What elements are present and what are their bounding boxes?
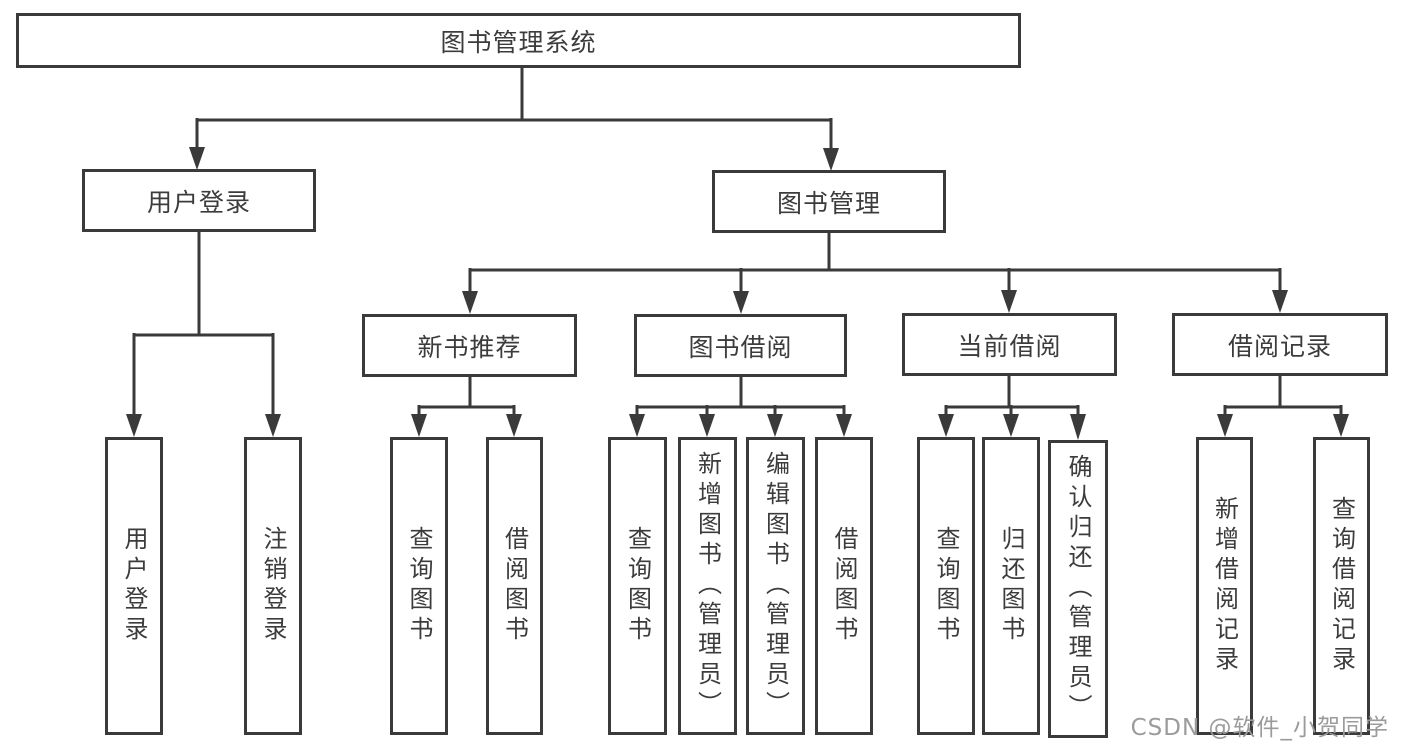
leaf-add-borrow-record: 新增借阅记录 — [1196, 437, 1253, 735]
leaf-borrow-books-label: 借阅图书 — [830, 526, 858, 646]
leaf-borrow-query-books: 查询图书 — [608, 437, 667, 735]
leaf-recommend-query-books-label: 查询图书 — [405, 526, 433, 646]
leaf-recommend-query-books: 查询图书 — [390, 437, 448, 735]
leaf-add-books-admin-label: 新增图书（管理员） — [693, 451, 722, 721]
leaf-query-borrow-record-label: 查询借阅记录 — [1327, 496, 1356, 676]
connector-borrow-records — [1217, 375, 1349, 437]
node-current-borrow-label: 当前借阅 — [957, 331, 1062, 361]
connector-book-management — [462, 232, 1288, 314]
node-new-book-recommend: 新书推荐 — [362, 314, 577, 377]
leaf-user-login-label: 用户登录 — [120, 526, 148, 646]
leaf-add-books-admin: 新增图书（管理员） — [678, 437, 737, 735]
connector-new-book-recommend — [411, 377, 522, 437]
connector-root — [189, 68, 839, 171]
node-borrow-records-label: 借阅记录 — [1227, 331, 1332, 361]
leaf-logout: 注销登录 — [244, 437, 302, 735]
leaf-confirm-return-admin-label: 确认归还（管理员） — [1064, 454, 1092, 724]
csdn-watermark: CSDN @软件_小贺同学 — [1130, 715, 1389, 741]
leaf-logout-label: 注销登录 — [259, 526, 287, 646]
leaf-add-borrow-record-label: 新增借阅记录 — [1210, 496, 1239, 676]
node-book-borrow-label: 图书借阅 — [688, 332, 793, 362]
node-root-system-label: 图书管理系统 — [440, 27, 597, 57]
node-new-book-recommend-label: 新书推荐 — [417, 332, 522, 362]
leaf-current-query-books: 查询图书 — [917, 437, 975, 735]
connector-current-borrow — [938, 375, 1086, 440]
connector-book-borrow — [629, 376, 852, 437]
node-borrow-records: 借阅记录 — [1172, 313, 1388, 376]
leaf-borrow-query-books-label: 查询图书 — [623, 526, 652, 646]
node-user-login: 用户登录 — [82, 169, 316, 232]
leaf-return-books-label: 归还图书 — [997, 526, 1025, 646]
leaf-edit-books-admin-label: 编辑图书（管理员） — [761, 451, 790, 721]
leaf-recommend-borrow-books: 借阅图书 — [486, 437, 543, 735]
node-user-login-label: 用户登录 — [146, 187, 251, 217]
leaf-edit-books-admin: 编辑图书（管理员） — [746, 437, 805, 735]
node-book-management-label: 图书管理 — [776, 188, 881, 218]
node-root-system: 图书管理系统 — [16, 13, 1021, 68]
leaf-recommend-borrow-books-label: 借阅图书 — [500, 526, 529, 646]
connector-user-login — [126, 232, 281, 437]
leaf-user-login: 用户登录 — [105, 437, 163, 735]
node-book-borrow: 图书借阅 — [634, 314, 847, 377]
leaf-query-borrow-record: 查询借阅记录 — [1313, 437, 1370, 735]
node-book-management: 图书管理 — [712, 170, 946, 233]
node-current-borrow: 当前借阅 — [902, 313, 1117, 376]
leaf-current-query-books-label: 查询图书 — [932, 526, 960, 646]
leaf-borrow-books: 借阅图书 — [815, 437, 873, 735]
leaf-return-books: 归还图书 — [982, 437, 1040, 735]
leaf-confirm-return-admin: 确认归还（管理员） — [1048, 440, 1108, 738]
